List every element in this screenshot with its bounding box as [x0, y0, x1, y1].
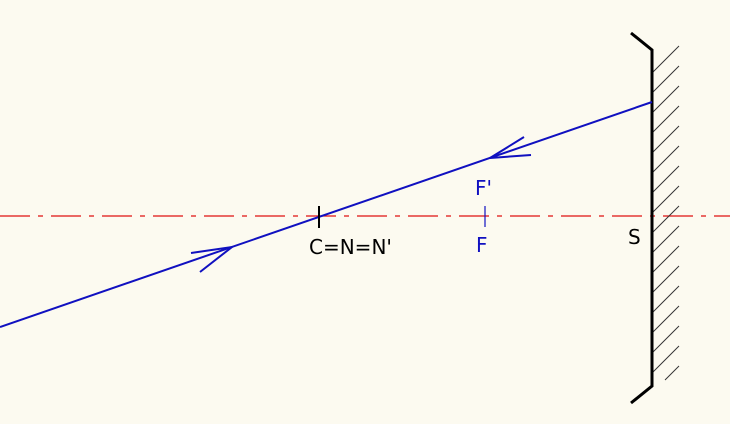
- mirror: [630, 31, 654, 405]
- label-focus-object: F: [476, 233, 488, 257]
- mirror-hatching: [652, 45, 680, 381]
- label-center: C=N=N': [309, 235, 392, 259]
- ray-arrow-left: [489, 136, 532, 159]
- label-vertex: S: [628, 225, 641, 249]
- ray-arrow-right: [190, 245, 236, 273]
- label-focus-image: F': [475, 176, 492, 200]
- incident-ray: [0, 101, 653, 328]
